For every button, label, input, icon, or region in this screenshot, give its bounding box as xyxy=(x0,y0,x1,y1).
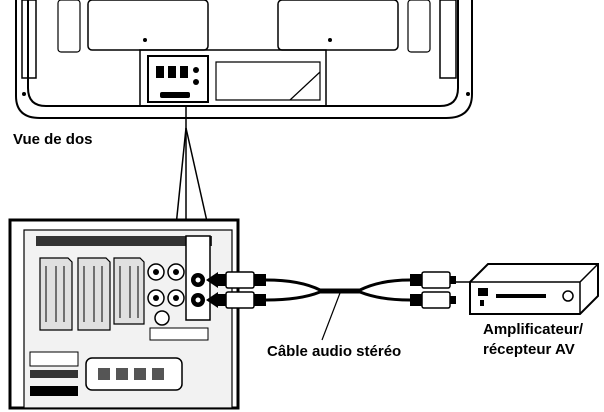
plug-arrows xyxy=(206,272,218,308)
cable-label: Câble audio stéréo xyxy=(267,343,402,360)
tv-back-ports xyxy=(156,66,199,98)
rca-plugs-left xyxy=(218,271,266,309)
tv-back-screws xyxy=(22,38,470,96)
audio-cable xyxy=(265,278,411,341)
callout-lines xyxy=(175,106,209,227)
amplifier-label-line1: Amplificateur/ xyxy=(483,321,584,338)
zoom-panel xyxy=(8,218,240,410)
tv-back-outline xyxy=(15,0,473,119)
amplifier-label-line2: récepteur AV xyxy=(483,341,575,358)
av-receiver xyxy=(469,263,599,315)
back-view-label: Vue de dos xyxy=(13,131,93,148)
rca-plugs-right xyxy=(410,271,472,309)
